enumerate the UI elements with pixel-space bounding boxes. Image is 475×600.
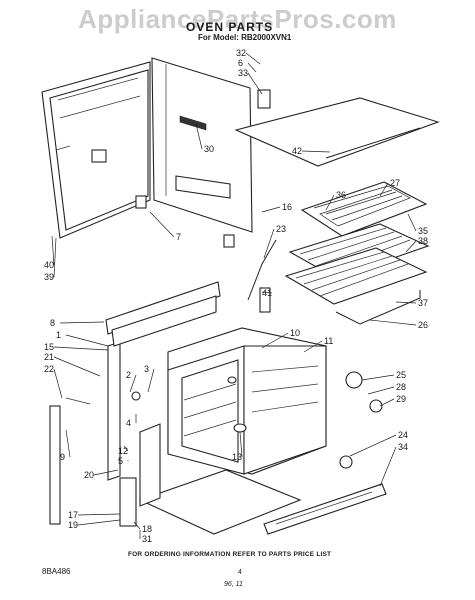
leader-line-12 [123,445,129,452]
part-callout-18: 18 [142,524,152,534]
part-callout-9: 9 [60,452,65,462]
leader-line-26 [369,319,417,326]
leader-line-32 [245,52,261,65]
part-callout-7: 7 [176,232,181,242]
oven-cavity [167,327,327,475]
leader-line-38 [405,240,417,253]
part-callout-29: 29 [396,394,406,404]
part-callout-23: 23 [276,224,286,234]
leader-line-9 [65,429,71,458]
leader-line-15 [53,346,109,351]
leader-line-35 [407,213,417,232]
leader-line-7 [149,211,175,238]
part-callout-25: 25 [396,370,406,380]
part-callout-20: 20 [84,470,94,480]
leader-line-1 [65,334,109,347]
part-callout-33: 33 [238,68,248,78]
leader-line-42 [301,150,331,153]
leader-line-33 [247,72,263,95]
part-callout-1: 1 [56,330,61,340]
part-callout-15: 15 [44,342,54,352]
leader-line-29 [379,398,395,407]
part-callout-40: 40 [44,260,54,270]
diagram-title: OVEN PARTS [186,20,274,34]
part-callout-6: 6 [238,58,243,68]
part-callout-42: 42 [292,146,302,156]
part-callout-19: 19 [68,520,78,530]
part-callout-36: 36 [336,190,346,200]
leader-line-19 [77,519,121,526]
part-callout-2: 2 [126,370,131,380]
leader-line-24 [349,434,397,457]
part-callout-3: 3 [144,364,149,374]
leader-line-16 [261,206,281,213]
part-callout-12: 12 [118,446,128,456]
part-callout-10: 10 [290,328,300,338]
part-callout-35: 35 [418,226,428,236]
part-callout-41: 41 [262,288,272,298]
leader-line-18 [133,521,141,530]
leader-line-40 [51,235,55,266]
top-heat-shield [234,89,440,167]
part-callout-39: 39 [44,272,54,282]
part-callout-24: 24 [398,430,408,440]
part-callout-31: 31 [142,534,152,544]
leader-line-17 [77,513,121,516]
part-callout-13: 13 [232,452,242,462]
leader-line-2 [129,374,137,393]
leader-line-11 [303,340,323,353]
part-callout-30: 30 [204,144,214,154]
part-callout-8: 8 [50,318,55,328]
leader-line-30 [195,123,203,150]
part-callout-34: 34 [398,442,408,452]
part-callout-37: 37 [418,298,428,308]
leader-line-21 [53,356,101,377]
ordering-note: FOR ORDERING INFORMATION REFER TO PARTS … [128,551,332,558]
leader-line-8 [59,321,105,324]
part-callout-32: 32 [236,48,246,58]
part-callout-28: 28 [396,382,406,392]
part-callout-38: 38 [418,236,428,246]
broiler-drawer-pan [138,423,387,535]
page-number: 4 [238,569,242,576]
part-callout-21: 21 [44,352,54,362]
leader-line-41 [261,291,273,294]
rear-insulation-panel [41,61,151,239]
leader-line-27 [379,182,389,197]
leader-line-36 [325,194,335,211]
part-callout-17: 17 [68,510,78,520]
leader-line-34 [379,446,397,487]
leader-line-13 [239,431,243,458]
model-line: For Model: RB2000XVN1 [198,33,292,42]
leader-line-37 [395,301,417,304]
leader-line-6 [247,62,257,73]
document-code: 8BA486 [42,567,71,576]
part-callout-22: 22 [44,364,54,374]
watermark: AppliancePartsPros.com [78,4,397,34]
leader-line-3 [147,368,155,393]
handwritten-mark: 96, 11 [224,581,243,588]
oven-racks [284,223,430,325]
part-callout-26: 26 [418,320,428,330]
part-callout-27: 27 [390,178,400,188]
part-callout-4: 4 [126,418,131,428]
leader-line-22 [53,368,63,399]
leader-line-23 [263,228,275,259]
oven-back-panel [135,57,253,248]
hardware-parts [49,239,383,527]
leader-line-25 [361,374,395,381]
leader-line-39 [53,237,57,278]
oven-frame [105,281,221,481]
part-callout-16: 16 [282,202,292,212]
broil-element [300,181,428,237]
leader-line-28 [367,386,395,395]
leader-line-10 [261,332,289,349]
part-callout-11: 11 [324,336,333,346]
part-callout-5: 5 [118,456,123,466]
leader-line-20 [93,469,119,476]
